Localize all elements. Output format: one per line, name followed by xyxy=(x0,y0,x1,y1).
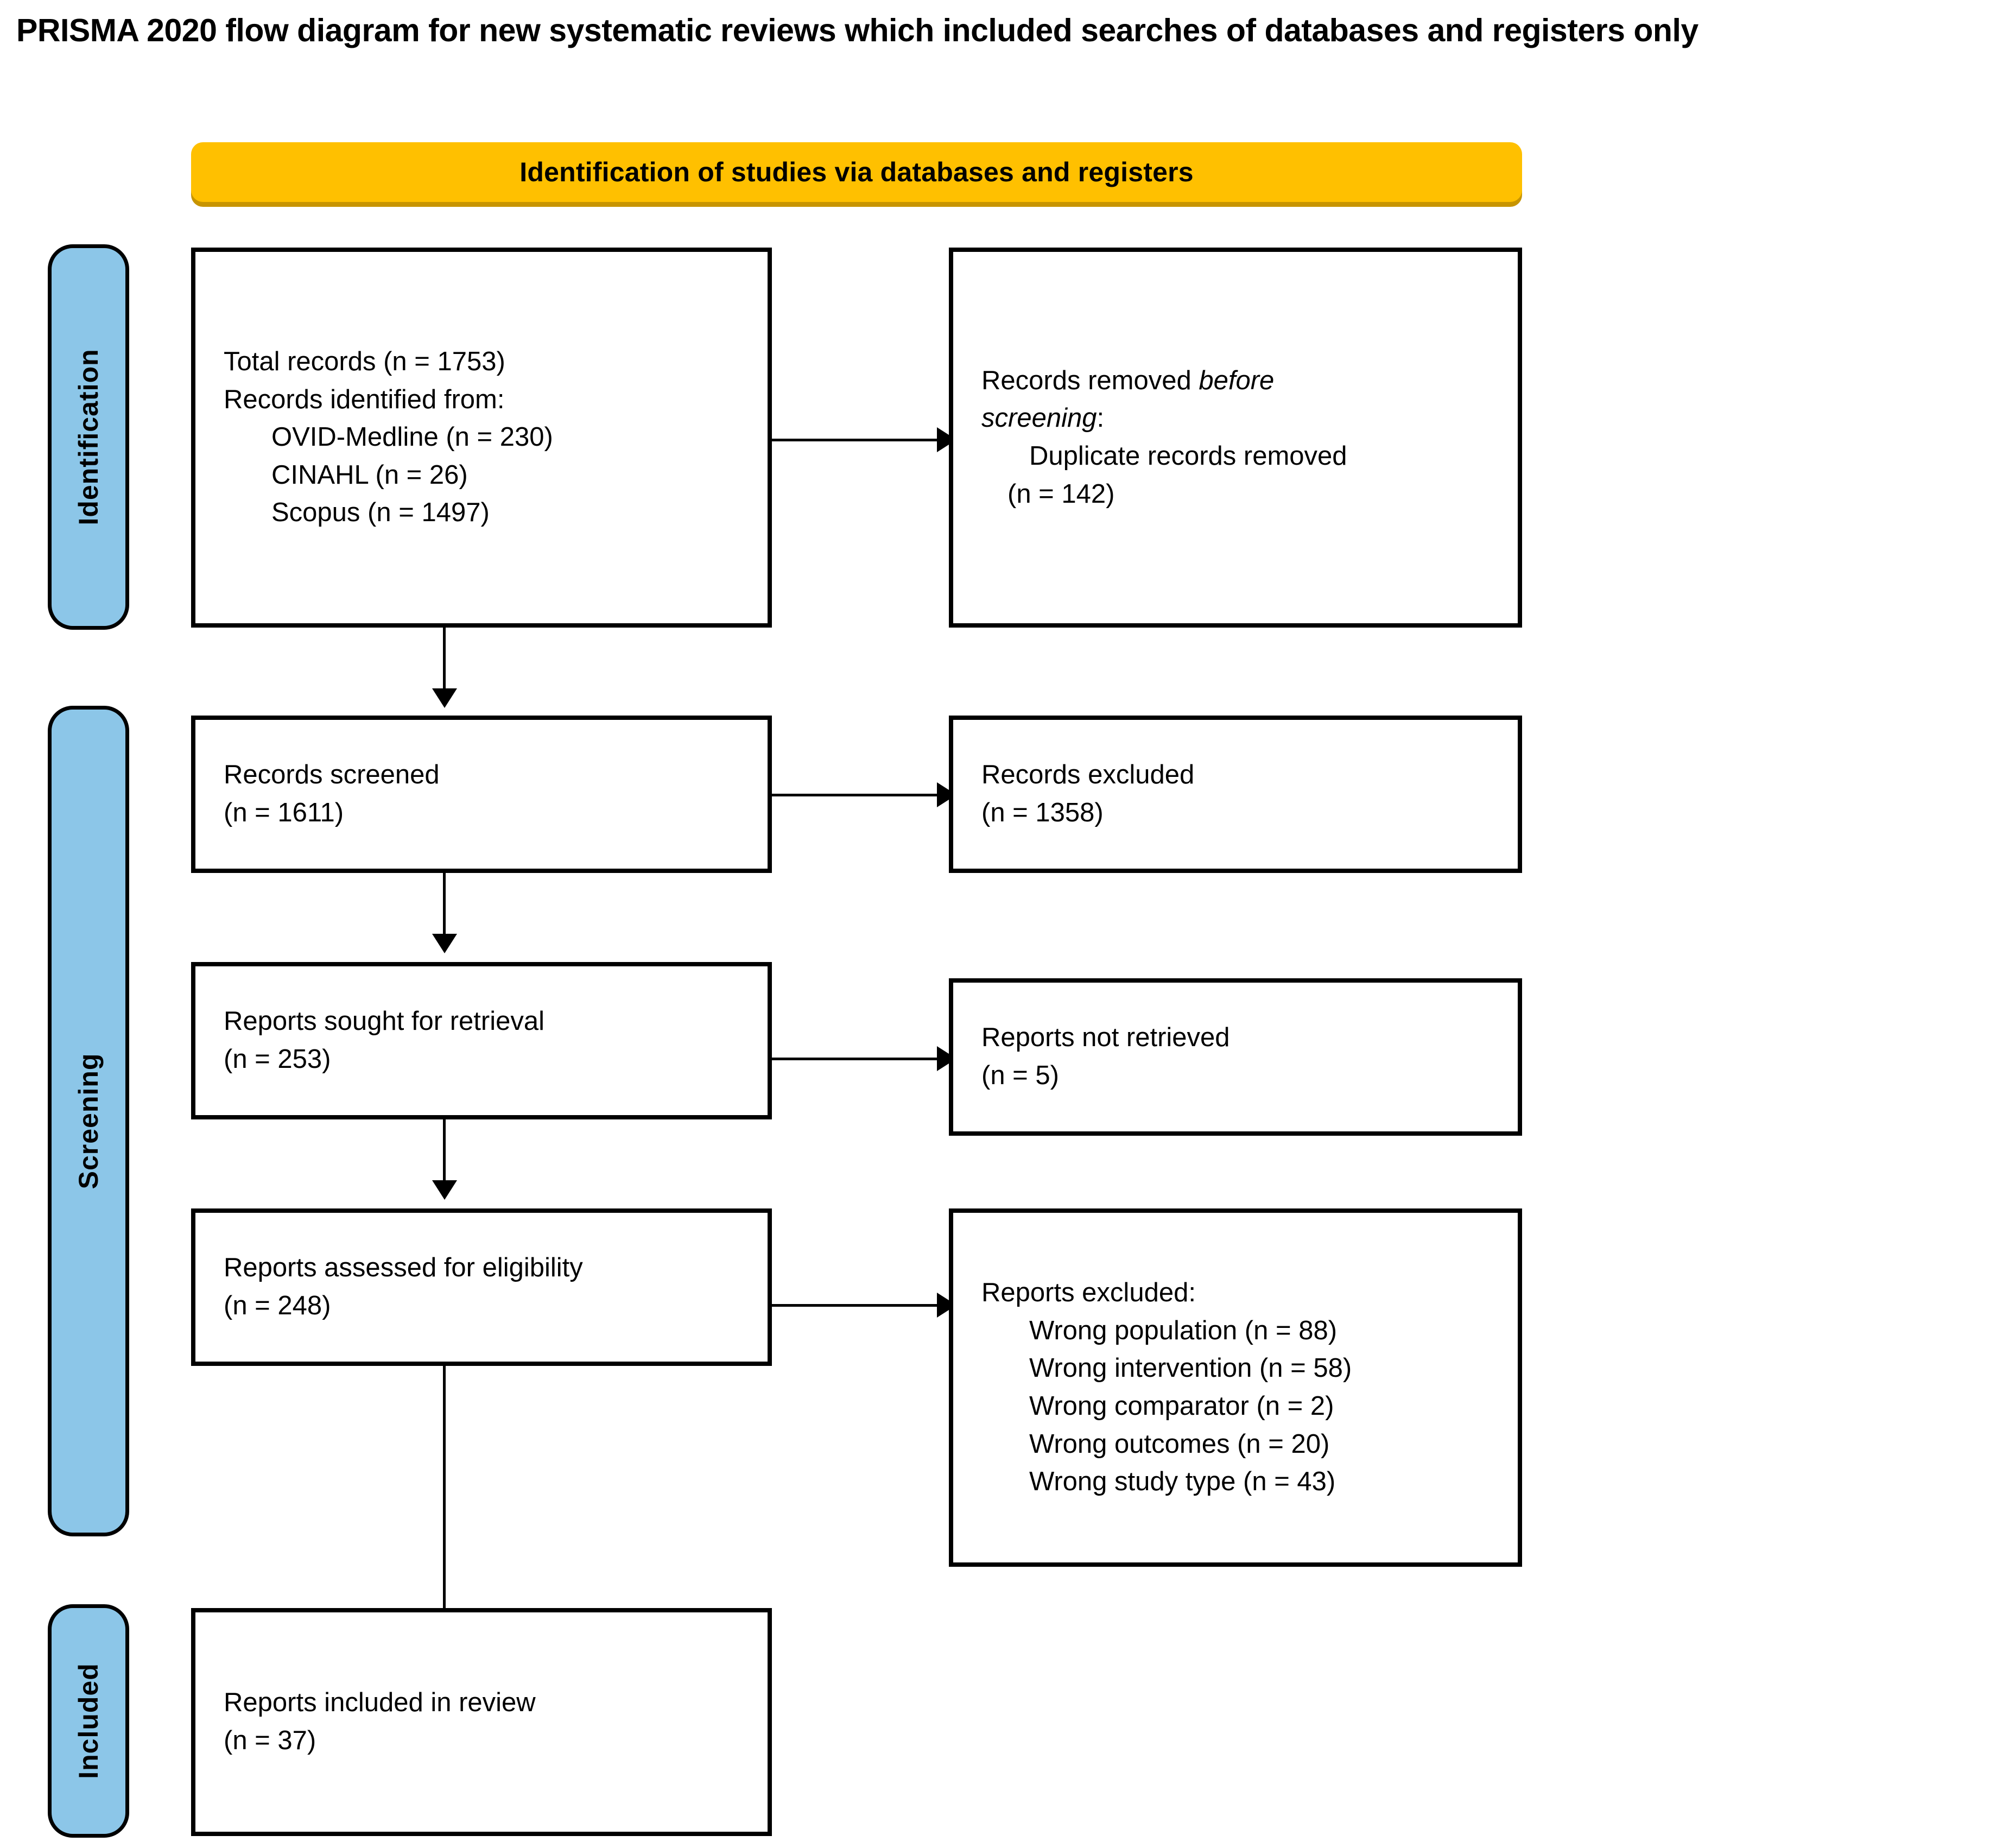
connector-screened-to-sought xyxy=(443,873,446,937)
records-identified-line-4: Scopus (n = 1497) xyxy=(271,498,490,528)
reports-included-line-1: (n = 37) xyxy=(224,1726,316,1755)
records-removed-line-0-text: Records removed xyxy=(981,365,1199,395)
connector-identified-to-removed xyxy=(772,439,940,441)
reports-excluded-line-0: Reports excluded: xyxy=(981,1278,1196,1308)
records-removed-line-1-tail: : xyxy=(1097,403,1105,433)
reports-not-retrieved-line-1: (n = 5) xyxy=(981,1061,1059,1090)
records-identified-line-1: Records identified from: xyxy=(224,384,505,414)
reports-included-line-0: Reports included in review xyxy=(224,1688,536,1718)
stage-label-identification: Identification xyxy=(73,349,104,526)
records-removed-line-1-italic: screening xyxy=(981,403,1097,433)
connector-screened-to-excluded xyxy=(772,794,940,796)
connector-sought-to-not-retrieved xyxy=(772,1058,940,1060)
records-removed-box: Records removed before screening: Duplic… xyxy=(949,248,1522,628)
records-excluded-box: Records excluded (n = 1358) xyxy=(949,716,1522,873)
records-excluded-line-1: (n = 1358) xyxy=(981,798,1104,827)
records-removed-line-2: Duplicate records removed xyxy=(1029,441,1347,471)
page-title: PRISMA 2020 flow diagram for new systema… xyxy=(16,12,1699,48)
records-screened-box: Records screened (n = 1611) xyxy=(191,716,772,873)
stage-pill-included: Included xyxy=(48,1604,129,1838)
records-excluded-line-0: Records excluded xyxy=(981,760,1195,790)
records-identified-line-3: CINAHL (n = 26) xyxy=(271,460,468,490)
connector-identified-to-screened xyxy=(443,628,446,692)
reports-sought-box: Reports sought for retrieval (n = 253) xyxy=(191,962,772,1119)
records-removed-line-1: screening: xyxy=(953,400,1518,438)
connector-assessed-to-included xyxy=(443,1366,446,1654)
reports-included-box: Reports included in review (n = 37) xyxy=(191,1608,772,1836)
reports-sought-line-0: Reports sought for retrieval xyxy=(224,1007,544,1036)
reports-excluded-line-3: Wrong comparator (n = 2) xyxy=(1029,1391,1334,1421)
reports-not-retrieved-line-0: Reports not retrieved xyxy=(981,1023,1230,1053)
reports-excluded-line-4: Wrong outcomes (n = 20) xyxy=(1029,1429,1330,1459)
reports-excluded-line-2: Wrong intervention (n = 58) xyxy=(1029,1353,1352,1383)
records-identified-line-0: Total records (n = 1753) xyxy=(224,347,505,377)
reports-excluded-box: Reports excluded: Wrong population (n = … xyxy=(949,1208,1522,1567)
reports-not-retrieved-box: Reports not retrieved (n = 5) xyxy=(949,978,1522,1136)
reports-excluded-line-5: Wrong study type (n = 43) xyxy=(1029,1467,1336,1497)
reports-assessed-line-0: Reports assessed for eligibility xyxy=(224,1253,583,1283)
records-removed-line-0-italic: before xyxy=(1199,365,1275,395)
identification-section-header: Identification of studies via databases … xyxy=(191,142,1522,202)
reports-assessed-line-1: (n = 248) xyxy=(224,1291,331,1320)
arrowhead-identified-to-screened xyxy=(432,688,457,708)
connector-assessed-to-excluded xyxy=(772,1304,940,1307)
reports-sought-line-1: (n = 253) xyxy=(224,1045,331,1074)
records-removed-line-0: Records removed before xyxy=(953,362,1518,400)
identification-section-header-label: Identification of studies via databases … xyxy=(519,157,1194,187)
records-identified-box: Total records (n = 1753) Records identif… xyxy=(191,248,772,628)
arrowhead-sought-to-assessed xyxy=(432,1180,457,1200)
records-removed-line-3: (n = 142) xyxy=(1007,479,1115,509)
stage-pill-identification: Identification xyxy=(48,244,129,630)
reports-assessed-box: Reports assessed for eligibility (n = 24… xyxy=(191,1208,772,1366)
connector-sought-to-assessed xyxy=(443,1119,446,1184)
reports-excluded-line-1: Wrong population (n = 88) xyxy=(1029,1315,1338,1345)
records-screened-line-1: (n = 1611) xyxy=(224,798,344,827)
arrowhead-screened-to-sought xyxy=(432,934,457,953)
records-identified-line-2: OVID-Medline (n = 230) xyxy=(271,422,553,452)
stage-label-included: Included xyxy=(73,1663,104,1779)
stage-pill-screening: Screening xyxy=(48,706,129,1536)
stage-label-screening: Screening xyxy=(73,1053,104,1189)
records-screened-line-0: Records screened xyxy=(224,760,440,790)
